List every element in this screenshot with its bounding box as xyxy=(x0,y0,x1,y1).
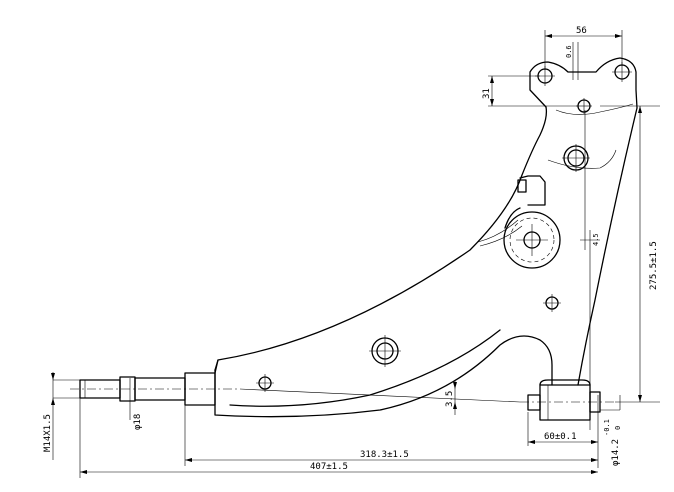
main-axis-line xyxy=(239,388,521,403)
hole-centerlines xyxy=(256,62,632,392)
dimension-labels: 56 0.6 31 275.5±1.5 4.5 M14X1.5 φ18 3.5 … xyxy=(43,26,659,472)
dim-m14-thread: M14X1.5 xyxy=(43,414,53,452)
bottom-bushing xyxy=(520,379,615,421)
dim-56: 56 xyxy=(576,26,587,36)
dim-31: 31 xyxy=(482,88,492,99)
pivot-tab xyxy=(517,175,546,206)
dim-phi-18: φ18 xyxy=(133,414,143,430)
dim-phi-14-2: φ14.2 xyxy=(611,439,621,466)
dim-0-6: 0.6 xyxy=(565,45,573,58)
dimension-lines xyxy=(52,30,660,478)
dim-phi-14-2-tol-upper: -0.1 xyxy=(603,419,611,436)
arm-body-outline xyxy=(214,57,638,418)
dim-60: 60±0.1 xyxy=(544,432,577,442)
dimension-arrows xyxy=(51,34,642,474)
dim-3-5: 3.5 xyxy=(445,391,455,407)
left-shaft xyxy=(70,359,240,406)
mount-holes xyxy=(258,64,630,390)
dim-275-5: 275.5±1.5 xyxy=(649,241,659,290)
dim-phi-14-2-tol-lower: 0 xyxy=(614,426,622,430)
dim-4-5: 4.5 xyxy=(592,233,600,246)
dim-407: 407±1.5 xyxy=(310,462,348,472)
dim-318-3: 318.3±1.5 xyxy=(360,450,409,460)
